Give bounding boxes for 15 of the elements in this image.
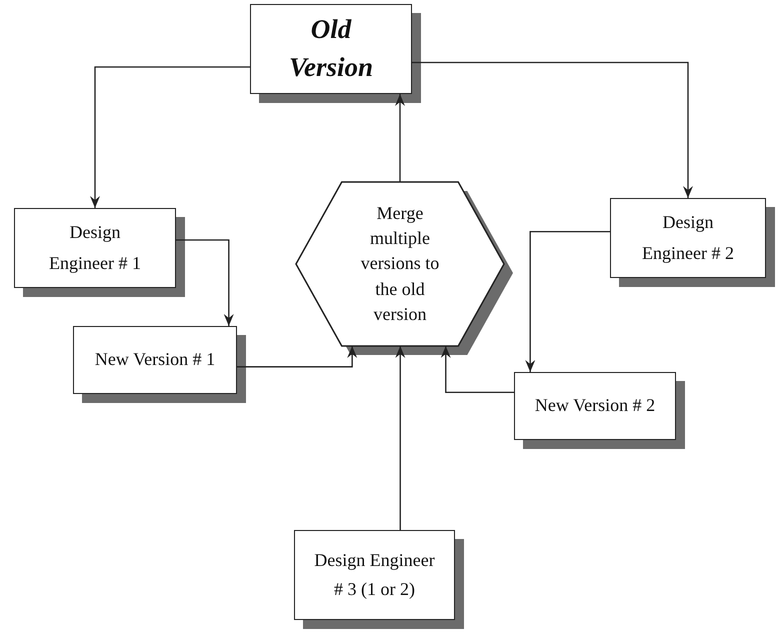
arrow <box>412 62 693 198</box>
arrow <box>440 346 514 394</box>
arrow <box>90 66 250 208</box>
node-label: Design Engineer # 1 <box>48 221 142 275</box>
node-label: Design Engineer # 3 (1 or 2) <box>313 549 436 601</box>
node-label: Old Version <box>288 13 374 84</box>
arrow <box>237 346 358 368</box>
arrow <box>395 346 406 530</box>
arrow <box>176 239 234 326</box>
node-label: Merge multiple versions to the old version <box>360 202 440 326</box>
arrow <box>525 230 610 372</box>
arrow <box>395 94 405 182</box>
node-label: New Version # 1 <box>94 348 216 372</box>
node-label: Design Engineer # 2 <box>641 211 735 265</box>
node-label: New Version # 2 <box>534 394 656 418</box>
